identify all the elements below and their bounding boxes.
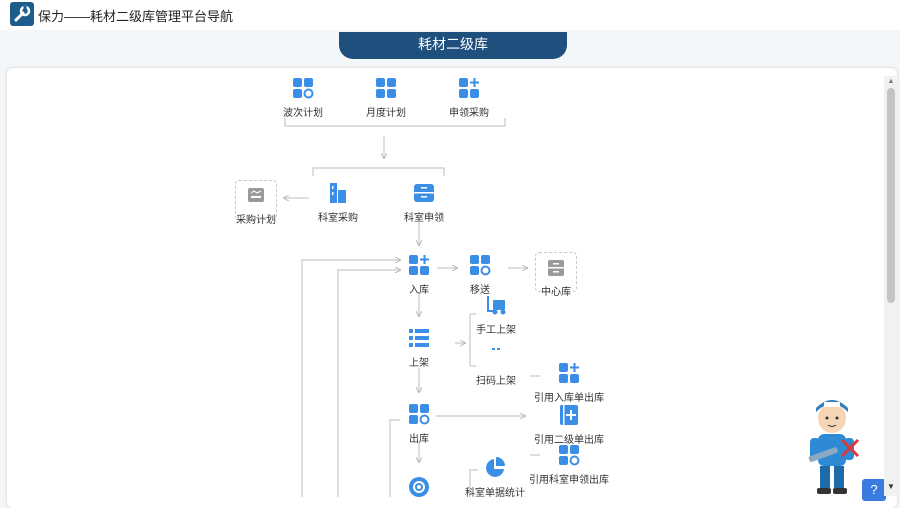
node-label: 科室申领 xyxy=(404,213,444,224)
node-label: 出库 xyxy=(409,434,429,445)
node-transfer[interactable]: 移送 xyxy=(440,254,520,296)
node-outbound[interactable]: 出库 xyxy=(379,403,459,445)
node-ref-apply-out[interactable]: 引用科室申领出库 xyxy=(519,444,619,486)
node-process[interactable] xyxy=(379,476,459,503)
grid-circle-icon xyxy=(559,445,580,466)
node-dept-stock[interactable]: 科室单据统计 xyxy=(455,457,535,499)
node-scan-shelving[interactable]: 扫码上架 xyxy=(456,345,536,387)
grid-plus-icon xyxy=(409,255,429,275)
scroll-thumb[interactable] xyxy=(887,88,895,303)
node-batch-plan[interactable]: 波次计划 xyxy=(263,77,343,119)
node-label: 波次计划 xyxy=(283,108,323,119)
grid-plus-icon xyxy=(459,78,479,98)
gear-icon xyxy=(409,477,429,497)
scroll-up-arrow-icon[interactable]: ▲ xyxy=(887,78,895,85)
node-label: 科室采购 xyxy=(318,213,358,224)
node-label: 月度计划 xyxy=(366,108,406,119)
node-label: 引用入库单出库 xyxy=(534,393,604,404)
node-inbound[interactable]: 入库 xyxy=(379,254,459,296)
node-label: 中心库 xyxy=(541,287,571,298)
node-temp-purchase[interactable]: 申领采购 xyxy=(429,77,509,119)
grid-circle-icon xyxy=(293,78,314,99)
node-label: 移送 xyxy=(470,285,490,296)
node-ref-second-out[interactable]: 引用二级单出库 xyxy=(529,404,609,446)
node-label: 申领采购 xyxy=(449,108,489,119)
app-title: 保力——耗材二级库管理平台导航 xyxy=(38,9,234,24)
vertical-scrollbar[interactable]: ▲ ▼ xyxy=(884,76,898,496)
node-purchase-plan[interactable]: 采购计划 xyxy=(216,180,296,240)
grid-circle-icon xyxy=(470,255,491,276)
pie-chart-icon xyxy=(486,457,505,477)
building-icon xyxy=(330,183,346,203)
grid-icon xyxy=(376,78,396,98)
page-tab[interactable]: 耗材二级库 xyxy=(339,32,567,59)
node-label: 引用二级单出库 xyxy=(534,435,604,446)
node-manual-shelving[interactable]: 手工上架 xyxy=(456,294,536,336)
help-button[interactable]: ? xyxy=(862,479,886,501)
node-label: 科室单据统计 xyxy=(465,488,525,499)
node-ref-inbound-out[interactable]: 引用入库单出库 xyxy=(529,362,609,404)
grid-circle-icon xyxy=(409,404,430,425)
node-label: 扫码上架 xyxy=(476,376,516,387)
barcode-icon xyxy=(492,348,500,350)
navigation-panel xyxy=(7,68,897,508)
node-label: 采购计划 xyxy=(236,215,276,226)
document-icon xyxy=(235,180,277,220)
list-icon xyxy=(409,329,429,347)
cabinet-icon xyxy=(414,184,434,202)
cabinet-icon xyxy=(535,252,577,292)
node-label: 入库 xyxy=(409,285,429,296)
scroll-down-arrow-icon[interactable]: ▼ xyxy=(887,482,895,491)
grid-plus-icon xyxy=(559,363,579,383)
node-label: 引用科室申领出库 xyxy=(529,475,609,486)
node-monthly-plan[interactable]: 月度计划 xyxy=(346,77,426,119)
wrench-icon xyxy=(10,2,34,26)
node-center-store[interactable]: 中心库 xyxy=(516,252,596,312)
forklift-icon xyxy=(487,296,506,315)
mascot-icon xyxy=(808,400,860,494)
node-dept-purchase[interactable]: 科室采购 xyxy=(298,182,378,224)
node-dept-apply[interactable]: 科室申领 xyxy=(384,182,464,224)
node-shelving[interactable]: 上架 xyxy=(379,327,459,369)
book-plus-icon xyxy=(560,405,578,425)
node-label: 手工上架 xyxy=(476,325,516,336)
top-bar: 保力——耗材二级库管理平台导航 xyxy=(0,0,900,30)
node-label: 上架 xyxy=(409,358,429,369)
